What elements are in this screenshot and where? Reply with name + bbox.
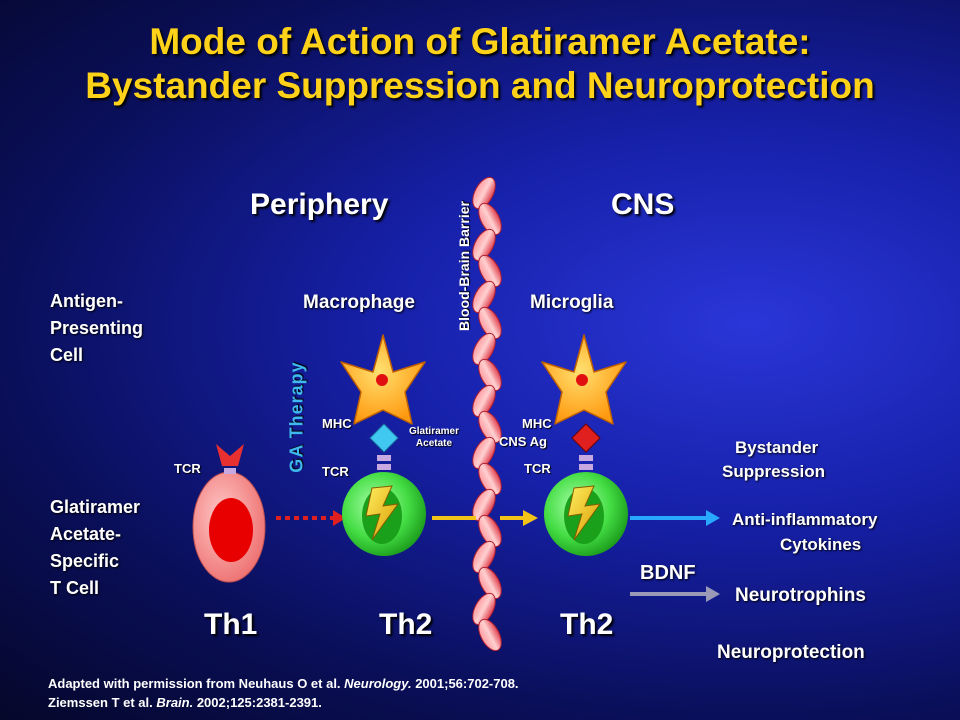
ga-therapy-wrap: GA Therapy (284, 345, 310, 490)
barrier-bead (478, 306, 502, 340)
th1-label: Th1 (204, 608, 258, 641)
tcr-receptor-th1-head (216, 444, 244, 466)
th2-cell-left (342, 472, 426, 556)
barrier-bead (478, 358, 502, 392)
barrier-bead (472, 176, 496, 210)
bystander-label-2: Suppression (722, 462, 825, 481)
ga-antigen (369, 423, 399, 453)
macrophage-cell (340, 334, 426, 425)
tcr-receptor-left (377, 464, 391, 470)
tcr-receptor-th1 (224, 468, 236, 474)
cns-antigen (571, 423, 601, 453)
barrier-bead (472, 280, 496, 314)
tcr-label-left: TCR (322, 464, 349, 479)
reference-line-1: Adapted with permission from Neuhaus O e… (48, 676, 519, 691)
barrier-bead (478, 254, 502, 288)
reference-line-2: Ziemssen T et al. Brain. 2002;125:2381-2… (48, 695, 322, 710)
th1-cell (192, 444, 266, 583)
barrier-bead (478, 202, 502, 236)
apc-label: Antigen- Presenting Cell (50, 291, 144, 365)
barrier-label-wrap: Blood-Brain Barrier (452, 176, 476, 356)
barrier-bead (472, 332, 496, 366)
cytokines-label-1: Anti-inflammatory (732, 510, 878, 529)
bystander-label-1: Bystander (735, 438, 819, 457)
barrier-bead (472, 228, 496, 262)
title-line-2: Bystander Suppression and Neuroprotectio… (85, 65, 875, 106)
microglia-label: Microglia (530, 292, 614, 313)
ga-therapy-label: GA Therapy (286, 361, 307, 473)
th1-to-th2-arrow (276, 510, 346, 526)
barrier-bead (472, 488, 496, 522)
cytokine-arrow (630, 510, 720, 526)
barrier-bead (472, 592, 496, 626)
reference: Adapted with permission from Neuhaus O e… (48, 674, 519, 712)
cns-ag-label: CNS Ag (499, 434, 547, 449)
th2-label-right: Th2 (560, 608, 614, 641)
mhc-tcr-link-left (377, 455, 391, 461)
tcr-label-th1: TCR (174, 461, 201, 476)
macrophage-label: Macrophage (303, 292, 415, 313)
barrier-bead (478, 410, 502, 444)
barrier-bead (478, 462, 502, 496)
th2-migration-arrow (432, 510, 538, 526)
barrier-bead (478, 566, 502, 600)
tcr-receptor-right (579, 464, 593, 470)
mhc-label-left: MHC (322, 416, 352, 431)
barrier-bead (478, 618, 502, 652)
blood-brain-barrier (472, 176, 502, 652)
barrier-bead (472, 436, 496, 470)
barrier-bead (478, 514, 502, 548)
page-title: Mode of Action of Glatiramer Acetate: By… (0, 20, 960, 108)
bdnf-arrow (630, 586, 720, 602)
barrier-bead (472, 384, 496, 418)
mhc-tcr-link-right (579, 455, 593, 461)
th2-label-left: Th2 (379, 608, 433, 641)
barrier-bead (472, 540, 496, 574)
mhc-label-right: MHC (522, 416, 552, 431)
neuroprotection-label: Neuroprotection (717, 642, 865, 663)
tcr-label-right: TCR (524, 461, 551, 476)
barrier-label: Blood-Brain Barrier (456, 201, 472, 331)
th2-cell-right (544, 472, 628, 556)
bdnf-label: BDNF (640, 562, 696, 584)
cns-label: CNS (611, 188, 675, 221)
microglia-cell (541, 334, 627, 425)
tcell-label: Glatiramer Acetate- Specific T Cell (50, 497, 141, 598)
neurotrophins-label: Neurotrophins (735, 585, 866, 606)
ga-drug-label: Glatiramer Acetate (408, 426, 460, 449)
periphery-label: Periphery (250, 188, 389, 221)
cytokines-label-2: Cytokines (780, 535, 862, 554)
title-line-1: Mode of Action of Glatiramer Acetate: (149, 21, 811, 62)
